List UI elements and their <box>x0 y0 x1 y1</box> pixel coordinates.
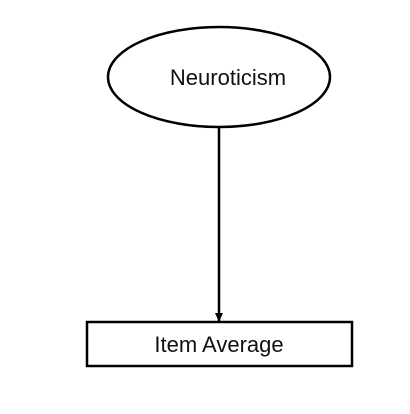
latent-node-neuroticism: Neuroticism <box>106 25 332 129</box>
indicator-node-item-average: Item Average <box>85 320 354 368</box>
indicator-box <box>85 320 354 368</box>
indicator-label: Item Average <box>154 332 283 357</box>
latent-label: Neuroticism <box>170 65 286 90</box>
